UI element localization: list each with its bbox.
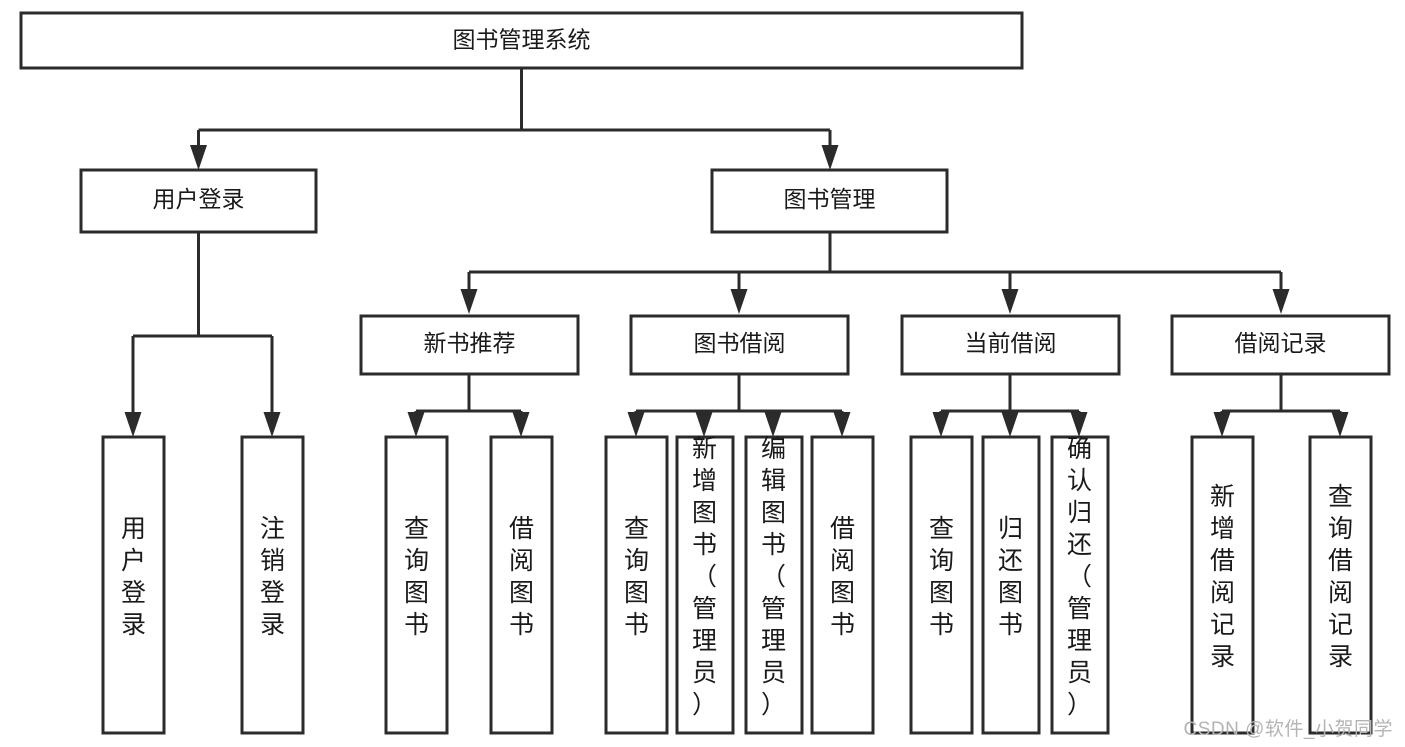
leaf-book-borrow-3[interactable]: 编辑图书（管理员）	[744, 435, 804, 735]
leaf-current-borrow-1[interactable]: 查询图书	[909, 435, 974, 735]
node-root-label: 图书管理系统	[453, 27, 591, 53]
leaf-current-borrow-3-label: 确认归还（管理员）	[1067, 435, 1092, 719]
leaf-new-book-1-box[interactable]	[384, 435, 449, 735]
arrowhead-level3-4	[1272, 289, 1290, 314]
arrowhead-userlogin-c1	[124, 412, 142, 437]
leaf-book-borrow-1[interactable]: 查询图书	[604, 435, 669, 735]
leaf-borrow-record-1-box[interactable]	[1190, 435, 1255, 735]
leaf-borrow-record-2-label: 查询借阅记录	[1328, 483, 1353, 671]
leaf-borrow-record-1[interactable]: 新增借阅记录	[1190, 435, 1255, 735]
leaf-new-book-1[interactable]: 查询图书	[384, 435, 449, 735]
arrowhead-currentborrow-c1	[932, 412, 950, 437]
leaf-new-book-1-label: 查询图书	[404, 515, 429, 639]
leaf-book-borrow-2-label: 新增图书（管理员）	[692, 435, 717, 719]
node-borrow-record[interactable]: 借阅记录	[1170, 314, 1391, 376]
node-book-borrow-label: 图书借阅	[694, 330, 786, 356]
arrowhead-level3-2	[730, 289, 748, 314]
leaf-current-borrow-2[interactable]: 归还图书	[981, 435, 1041, 735]
arrowhead-user-login	[190, 145, 207, 170]
node-root[interactable]: 图书管理系统	[19, 11, 1024, 70]
node-user-login[interactable]: 用户登录	[79, 168, 318, 234]
arrowhead-userlogin-c2	[263, 412, 281, 437]
arrowhead-borrowrecord-c1	[1213, 412, 1231, 437]
leaf-book-borrow-1-label: 查询图书	[624, 515, 649, 639]
leaf-book-borrow-4[interactable]: 借阅图书	[810, 435, 875, 735]
leaf-book-borrow-3-label: 编辑图书（管理员）	[761, 435, 786, 719]
leaf-new-book-2-box[interactable]	[489, 435, 554, 735]
leaf-borrow-record-2-box[interactable]	[1308, 435, 1373, 735]
node-root-box[interactable]	[19, 11, 1024, 70]
node-user-login-label: 用户登录	[153, 186, 245, 212]
connector-layer	[124, 68, 1349, 437]
arrowhead-bookborrow-c4	[833, 412, 851, 437]
node-new-book-recommend-label: 新书推荐	[424, 330, 516, 356]
node-current-borrow-box[interactable]	[900, 314, 1121, 376]
node-book-management-label: 图书管理	[784, 186, 876, 212]
leaf-new-book-2-label: 借阅图书	[509, 515, 534, 639]
arrowhead-bookborrow-c1	[627, 412, 645, 437]
leaf-book-borrow-2-box[interactable]	[675, 435, 735, 735]
leaf-user-login-2[interactable]: 注销登录	[240, 435, 305, 735]
node-current-borrow-label: 当前借阅	[965, 330, 1057, 356]
leaf-book-borrow-3-box[interactable]	[744, 435, 804, 735]
arrowhead-newbook-c1	[407, 412, 425, 437]
arrowhead-book-mgmt	[821, 145, 839, 170]
leaf-current-borrow-2-label: 归还图书	[998, 515, 1023, 639]
arrowhead-bookborrow-c3	[764, 412, 782, 437]
arrowhead-level3-3	[1001, 289, 1019, 314]
leaf-book-borrow-4-label: 借阅图书	[830, 515, 855, 639]
leaf-user-login-2-label: 注销登录	[260, 515, 285, 639]
node-book-management-box[interactable]	[710, 168, 949, 234]
node-user-login-box[interactable]	[79, 168, 318, 234]
node-book-borrow-box[interactable]	[629, 314, 850, 376]
leaf-borrow-record-1-label: 新增借阅记录	[1210, 483, 1235, 671]
leaf-borrow-record-2[interactable]: 查询借阅记录	[1308, 435, 1373, 735]
arrowhead-currentborrow-c3	[1070, 412, 1088, 437]
node-borrow-record-box[interactable]	[1170, 314, 1391, 376]
leaf-user-login-2-box[interactable]	[240, 435, 305, 735]
leaf-current-borrow-1-label: 查询图书	[929, 515, 954, 639]
arrowhead-level3-1	[460, 289, 478, 314]
leaf-current-borrow-3-box[interactable]	[1050, 435, 1110, 735]
leaf-current-borrow-2-box[interactable]	[981, 435, 1041, 735]
arrowhead-bookborrow-c2	[695, 412, 713, 437]
leaf-user-login-1[interactable]: 用户登录	[101, 435, 166, 735]
node-new-book-recommend-box[interactable]	[359, 314, 580, 376]
node-borrow-record-label: 借阅记录	[1235, 330, 1327, 356]
arrowhead-currentborrow-c2	[1001, 412, 1019, 437]
arrowhead-newbook-c2	[512, 412, 530, 437]
node-current-borrow[interactable]: 当前借阅	[900, 314, 1121, 376]
csdn-watermark: CSDN @软件_小贺同学	[1183, 719, 1393, 740]
node-book-management[interactable]: 图书管理	[710, 168, 949, 234]
node-new-book-recommend[interactable]: 新书推荐	[359, 314, 580, 376]
node-book-borrow[interactable]: 图书借阅	[629, 314, 850, 376]
leaf-book-borrow-2[interactable]: 新增图书（管理员）	[675, 435, 735, 735]
leaf-current-borrow-1-box[interactable]	[909, 435, 974, 735]
leaf-new-book-2[interactable]: 借阅图书	[489, 435, 554, 735]
arrowhead-borrowrecord-c2	[1331, 412, 1349, 437]
leaf-user-login-1-label: 用户登录	[121, 515, 146, 639]
leaf-book-borrow-4-box[interactable]	[810, 435, 875, 735]
leaf-book-borrow-1-box[interactable]	[604, 435, 669, 735]
leaf-user-login-1-box[interactable]	[101, 435, 166, 735]
leaf-current-borrow-3[interactable]: 确认归还（管理员）	[1050, 435, 1110, 735]
